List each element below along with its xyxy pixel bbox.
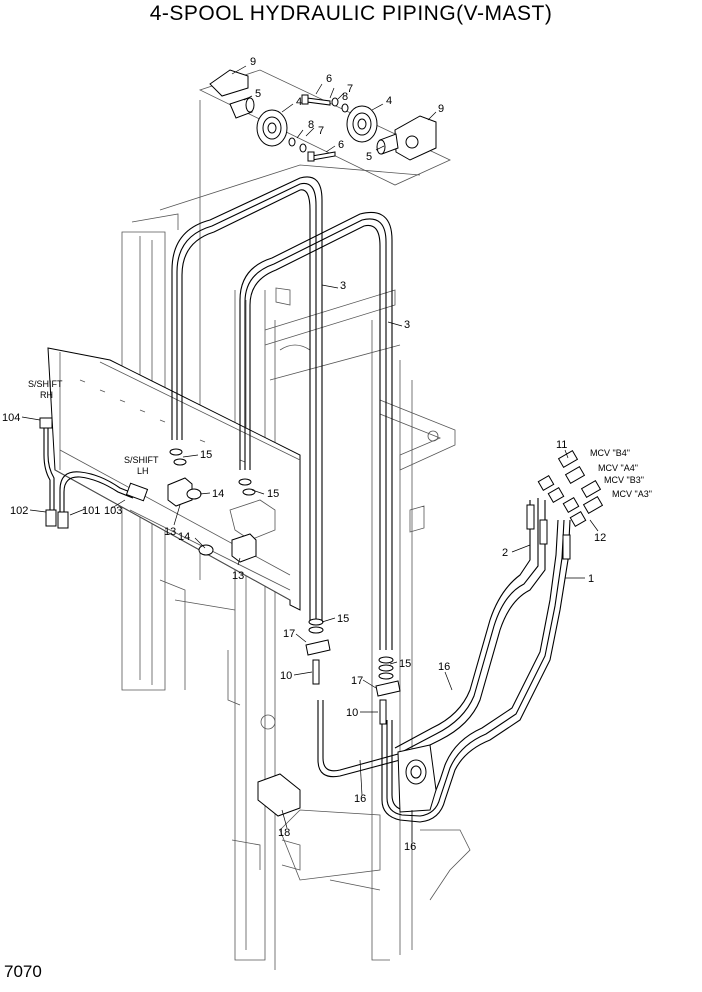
label-sshift-rh-line1: S/SHIFT bbox=[28, 379, 63, 389]
top-sheave-assembly bbox=[198, 69, 451, 186]
callout-3-left: 3 bbox=[340, 280, 346, 292]
mcv-hoses bbox=[317, 449, 604, 823]
callout-2: 2 bbox=[502, 547, 508, 559]
callout-13-b: 13 bbox=[232, 570, 244, 582]
hose-loops-3 bbox=[171, 176, 393, 650]
text-labels: S/SHIFT RH S/SHIFT LH MCV "B4" MCV "A4" … bbox=[28, 379, 652, 499]
page-number: 7070 bbox=[4, 962, 42, 981]
callout-10-b: 10 bbox=[346, 707, 358, 719]
callout-7-top: 7 bbox=[347, 83, 353, 95]
callout-16-b: 16 bbox=[354, 793, 366, 805]
callout-15-c: 15 bbox=[337, 613, 349, 625]
callout-4-right: 4 bbox=[386, 95, 392, 107]
label-mcv-b3: MCV "B3" bbox=[604, 475, 644, 485]
callout-8-top: 8 bbox=[342, 91, 348, 103]
callout-6-top: 6 bbox=[326, 73, 332, 85]
callout-6-bottom: 6 bbox=[338, 139, 344, 151]
label-sshift-lh-line2: LH bbox=[137, 466, 149, 476]
label-sshift-rh-line2: RH bbox=[40, 390, 53, 400]
callout-12: 12 bbox=[594, 532, 606, 544]
label-mcv-a4: MCV "A4" bbox=[598, 463, 638, 473]
callout-103: 103 bbox=[104, 505, 122, 517]
callout-5-left: 5 bbox=[255, 88, 261, 100]
callout-18: 18 bbox=[278, 827, 290, 839]
callout-14-a: 14 bbox=[212, 488, 224, 500]
callout-15-b: 15 bbox=[267, 488, 279, 500]
callout-7-bottom: 7 bbox=[318, 125, 324, 137]
callout-16-a: 16 bbox=[438, 661, 450, 673]
callout-8-bottom: 8 bbox=[308, 119, 314, 131]
callout-13-a: 13 bbox=[164, 526, 176, 538]
callout-9-right: 9 bbox=[438, 103, 444, 115]
callout-5-right: 5 bbox=[366, 151, 372, 163]
callout-4-left: 4 bbox=[296, 96, 302, 108]
label-mcv-a3: MCV "A3" bbox=[612, 489, 652, 499]
callout-15-a: 15 bbox=[200, 449, 212, 461]
callout-1: 1 bbox=[588, 573, 594, 585]
callout-11: 11 bbox=[556, 439, 567, 451]
leader-lines bbox=[21, 65, 599, 842]
sideshift-carriage bbox=[47, 347, 301, 611]
callout-9-left: 9 bbox=[250, 56, 256, 68]
callout-3-right: 3 bbox=[404, 319, 410, 331]
page-title: 4-SPOOL HYDRAULIC PIPING(V-MAST) bbox=[149, 2, 553, 25]
label-mcv-b4: MCV "B4" bbox=[590, 448, 630, 458]
callout-102: 102 bbox=[10, 505, 28, 517]
callout-17-b: 17 bbox=[351, 675, 363, 687]
callout-15-d: 15 bbox=[399, 658, 411, 670]
callout-10-a: 10 bbox=[280, 670, 292, 682]
callout-101: 101 bbox=[82, 505, 100, 517]
sideshift-hoses bbox=[39, 417, 149, 529]
callout-17-a: 17 bbox=[283, 628, 295, 640]
callout-104: 104 bbox=[2, 412, 20, 424]
callout-16-c: 16 bbox=[404, 841, 416, 853]
fittings bbox=[167, 448, 401, 817]
label-sshift-lh-line1: S/SHIFT bbox=[124, 455, 159, 465]
callouts: 9 9 5 5 4 4 6 6 7 7 8 8 3 3 15 15 15 15 … bbox=[2, 56, 606, 853]
callout-14-b: 14 bbox=[178, 531, 190, 543]
